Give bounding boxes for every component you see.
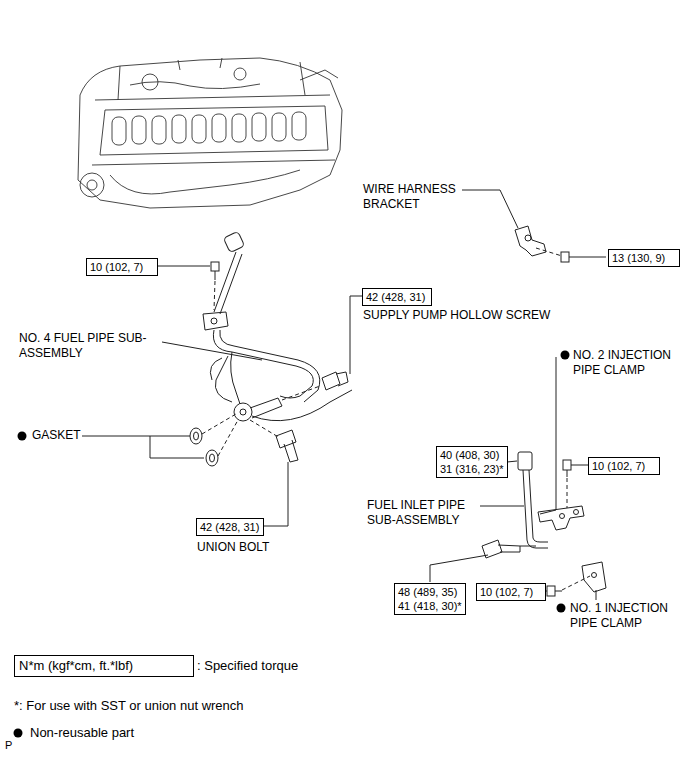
torque-spec-box: 40 (408, 30)31 (316, 23)* xyxy=(436,446,508,478)
torque-value: 41 (418, 30)* xyxy=(398,599,462,613)
part-name: UNION BOLT xyxy=(196,540,270,555)
part-name: NO. 2 INJECTION PIPE CLAMP xyxy=(572,348,690,378)
torque-spec-box: 13 (130, 9) xyxy=(608,249,680,267)
torque-value: 10 (102, 7) xyxy=(90,260,154,274)
torque-value: 42 (428, 31) xyxy=(200,520,260,534)
torque-value: 10 (102, 7) xyxy=(480,585,542,599)
legend-text: *: For use with SST or union nut wrench xyxy=(14,698,244,714)
part-name: WIRE HARNESS BRACKET xyxy=(362,182,462,212)
torque-value: 10 (102, 7) xyxy=(592,459,656,473)
torque-spec-box: 48 (489, 35)41 (418, 30)* xyxy=(394,583,466,615)
legend-torque-box: N*m (kgf*cm, ft.*lbf) xyxy=(14,655,194,677)
legend-text: : Specified torque xyxy=(197,658,298,674)
part-name: GASKET xyxy=(31,428,82,443)
torque-spec-box: 10 (102, 7) xyxy=(476,583,546,601)
part-name: NO. 4 FUEL PIPE SUB-ASSEMBLY xyxy=(18,331,162,361)
torque-value: N*m (kgf*cm, ft.*lbf) xyxy=(19,657,189,675)
figure-code: P xyxy=(4,738,13,753)
torque-spec-box: 42 (428, 31) xyxy=(362,288,432,306)
torque-spec-box: 42 (428, 31) xyxy=(196,518,264,536)
torque-value: 48 (489, 35) xyxy=(398,585,462,599)
torque-spec-box: 10 (102, 7) xyxy=(86,258,158,276)
legend-text: Non-reusable part xyxy=(30,725,134,741)
torque-value: 42 (428, 31) xyxy=(366,290,428,304)
torque-value: 13 (130, 9) xyxy=(612,251,676,265)
engine-sketch xyxy=(78,58,342,208)
part-name: NO. 1 INJECTION PIPE CLAMP xyxy=(569,601,689,631)
torque-value: 40 (408, 30) xyxy=(440,448,504,462)
part-name: FUEL INLET PIPE SUB-ASSEMBLY xyxy=(366,498,480,528)
torque-spec-box: 10 (102, 7) xyxy=(588,457,660,475)
part-name: SUPPLY PUMP HOLLOW SCREW xyxy=(362,308,551,323)
torque-value: 31 (316, 23)* xyxy=(440,462,504,476)
